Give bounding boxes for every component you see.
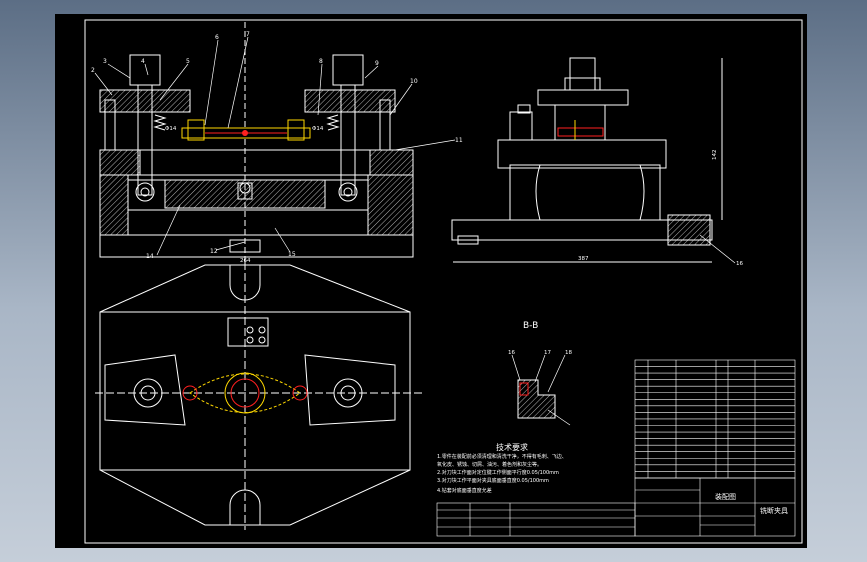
balloon-5: 5 [186, 58, 190, 65]
balloon-14: 14 [146, 253, 154, 260]
workpiece-side [557, 120, 604, 140]
tech-title: 技术要求 [496, 442, 528, 452]
balloon-11: 11 [455, 137, 463, 144]
dim-right-phi: Φ14 [312, 126, 324, 132]
balloon-18-section: 18 [565, 350, 572, 356]
side-texts: 16 387 142 [578, 150, 743, 268]
title-block-texts: 装配图 铣断夹具 [715, 492, 788, 515]
balloon-17-section: 17 [544, 350, 551, 356]
leader-lines-front [94, 36, 456, 256]
workpiece-front [181, 119, 311, 141]
balloon-8: 8 [319, 58, 323, 65]
technical-requirements: 技术要求 1.零件在装配前必须清理和清洗干净，不得有毛刺、飞边、 氧化皮、锈蚀、… [437, 442, 567, 494]
section-texts: B-B 16 17 18 [508, 321, 572, 356]
dim-left-phi: Φ14 [165, 126, 177, 132]
balloon-16-section: 16 [508, 350, 515, 356]
dim-side-height: 142 [712, 150, 718, 161]
balloon-6: 6 [215, 34, 219, 41]
balloon-15: 15 [288, 251, 296, 258]
tech-note-4: 3.对刀块工作平面对夹具底面垂直度0.05/100mm [437, 477, 549, 484]
balloon-12: 12 [210, 248, 218, 255]
tech-note-1: 1.零件在装配前必须清理和清洗干净，不得有毛刺、飞边、 [437, 453, 567, 460]
dim-side-width: 387 [578, 256, 589, 262]
tech-note-2: 氧化皮、锈蚀、切屑、油污、着色剂和灰尘等。 [437, 461, 542, 468]
dim-front-bottom: 264 [240, 258, 251, 264]
dims-front: Φ14 Φ14 264 [165, 126, 324, 264]
balloon-16-side: 16 [736, 261, 743, 267]
section-label: B-B [523, 321, 538, 331]
info-block [436, 502, 636, 537]
balloon-7: 7 [246, 31, 250, 38]
side-leaders [699, 234, 736, 264]
drawing-name: 铣断夹具 [760, 506, 788, 515]
balloon-4: 4 [141, 58, 145, 65]
balloon-10: 10 [410, 78, 418, 85]
section-bb [511, 354, 571, 426]
drawing-border [84, 19, 803, 544]
balloon-2: 2 [91, 67, 95, 74]
balloon-3: 3 [103, 58, 107, 65]
front-view [99, 22, 414, 262]
tech-note-3: 2.对刀块工作面对定位键工作侧面平行度0.05/100mm [437, 469, 559, 476]
balloons-front: 2 3 4 5 6 7 8 9 10 11 12 14 15 [91, 31, 463, 260]
workpiece-top [182, 372, 308, 414]
balloon-9: 9 [375, 60, 379, 67]
top-view [95, 262, 425, 530]
parts-list [634, 359, 796, 479]
drawing-type: 装配图 [715, 492, 736, 501]
tech-note-5: 4.钻套对底面垂直度允差 [437, 487, 492, 494]
side-view [451, 57, 723, 263]
